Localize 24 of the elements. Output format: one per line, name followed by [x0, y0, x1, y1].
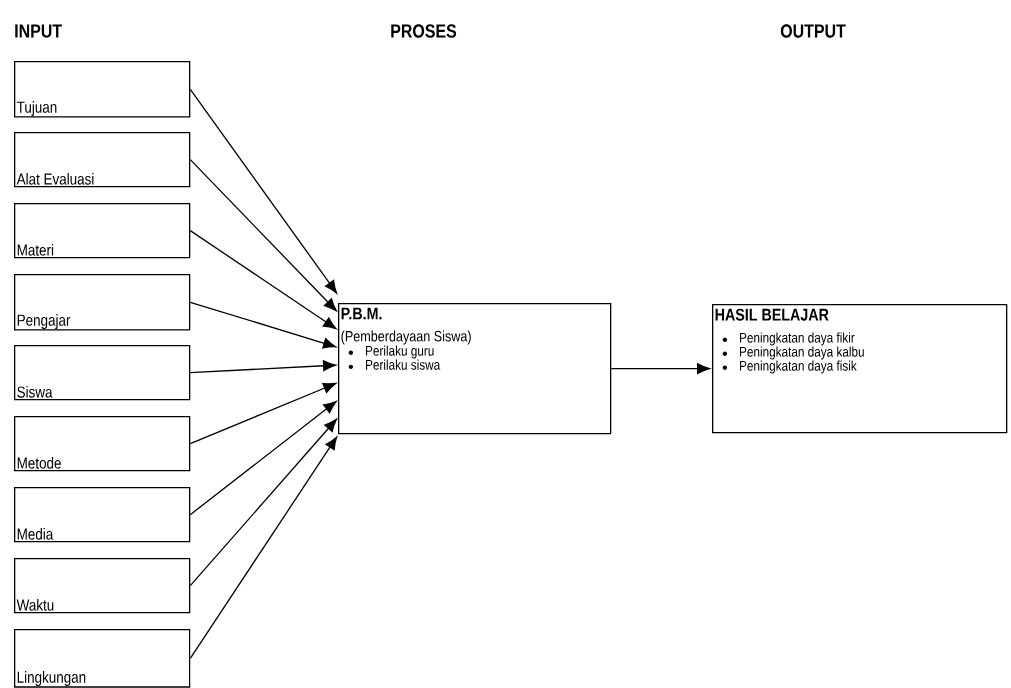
arrow: [189, 88, 338, 294]
column-heading: PROSES: [391, 24, 457, 38]
input-box: Alat Evaluasi: [14, 132, 191, 188]
input-box: Metode: [14, 416, 191, 472]
arrow: [189, 360, 337, 374]
arrow: [189, 301, 337, 349]
input-box: Pengajar: [14, 274, 191, 331]
arrow: [189, 418, 337, 587]
input-box: Siswa: [14, 345, 191, 401]
column-heading: OUTPUT: [780, 24, 846, 38]
column-heading: INPUT: [15, 24, 62, 38]
input-box: Tujuan: [14, 61, 191, 118]
arrow: [189, 382, 337, 445]
arrow: [189, 230, 337, 330]
process-box: HASIL BELAJAR Peningkatan daya fikir Peningkatan daya kalbu Peningkatan daya fisik: [712, 304, 1008, 434]
input-box: Media: [14, 487, 191, 543]
input-box: Materi: [14, 203, 191, 259]
input-box: Lingkungan: [14, 629, 191, 688]
process-box: P.B.M. (Pemberdayaan Siswa) Perilaku guru Perilaku siswa: [338, 303, 612, 435]
input-box: Waktu: [14, 558, 191, 614]
arrow: [189, 400, 337, 516]
arrow: [610, 363, 711, 375]
arrow: [189, 159, 337, 312]
arrow: [189, 436, 338, 659]
